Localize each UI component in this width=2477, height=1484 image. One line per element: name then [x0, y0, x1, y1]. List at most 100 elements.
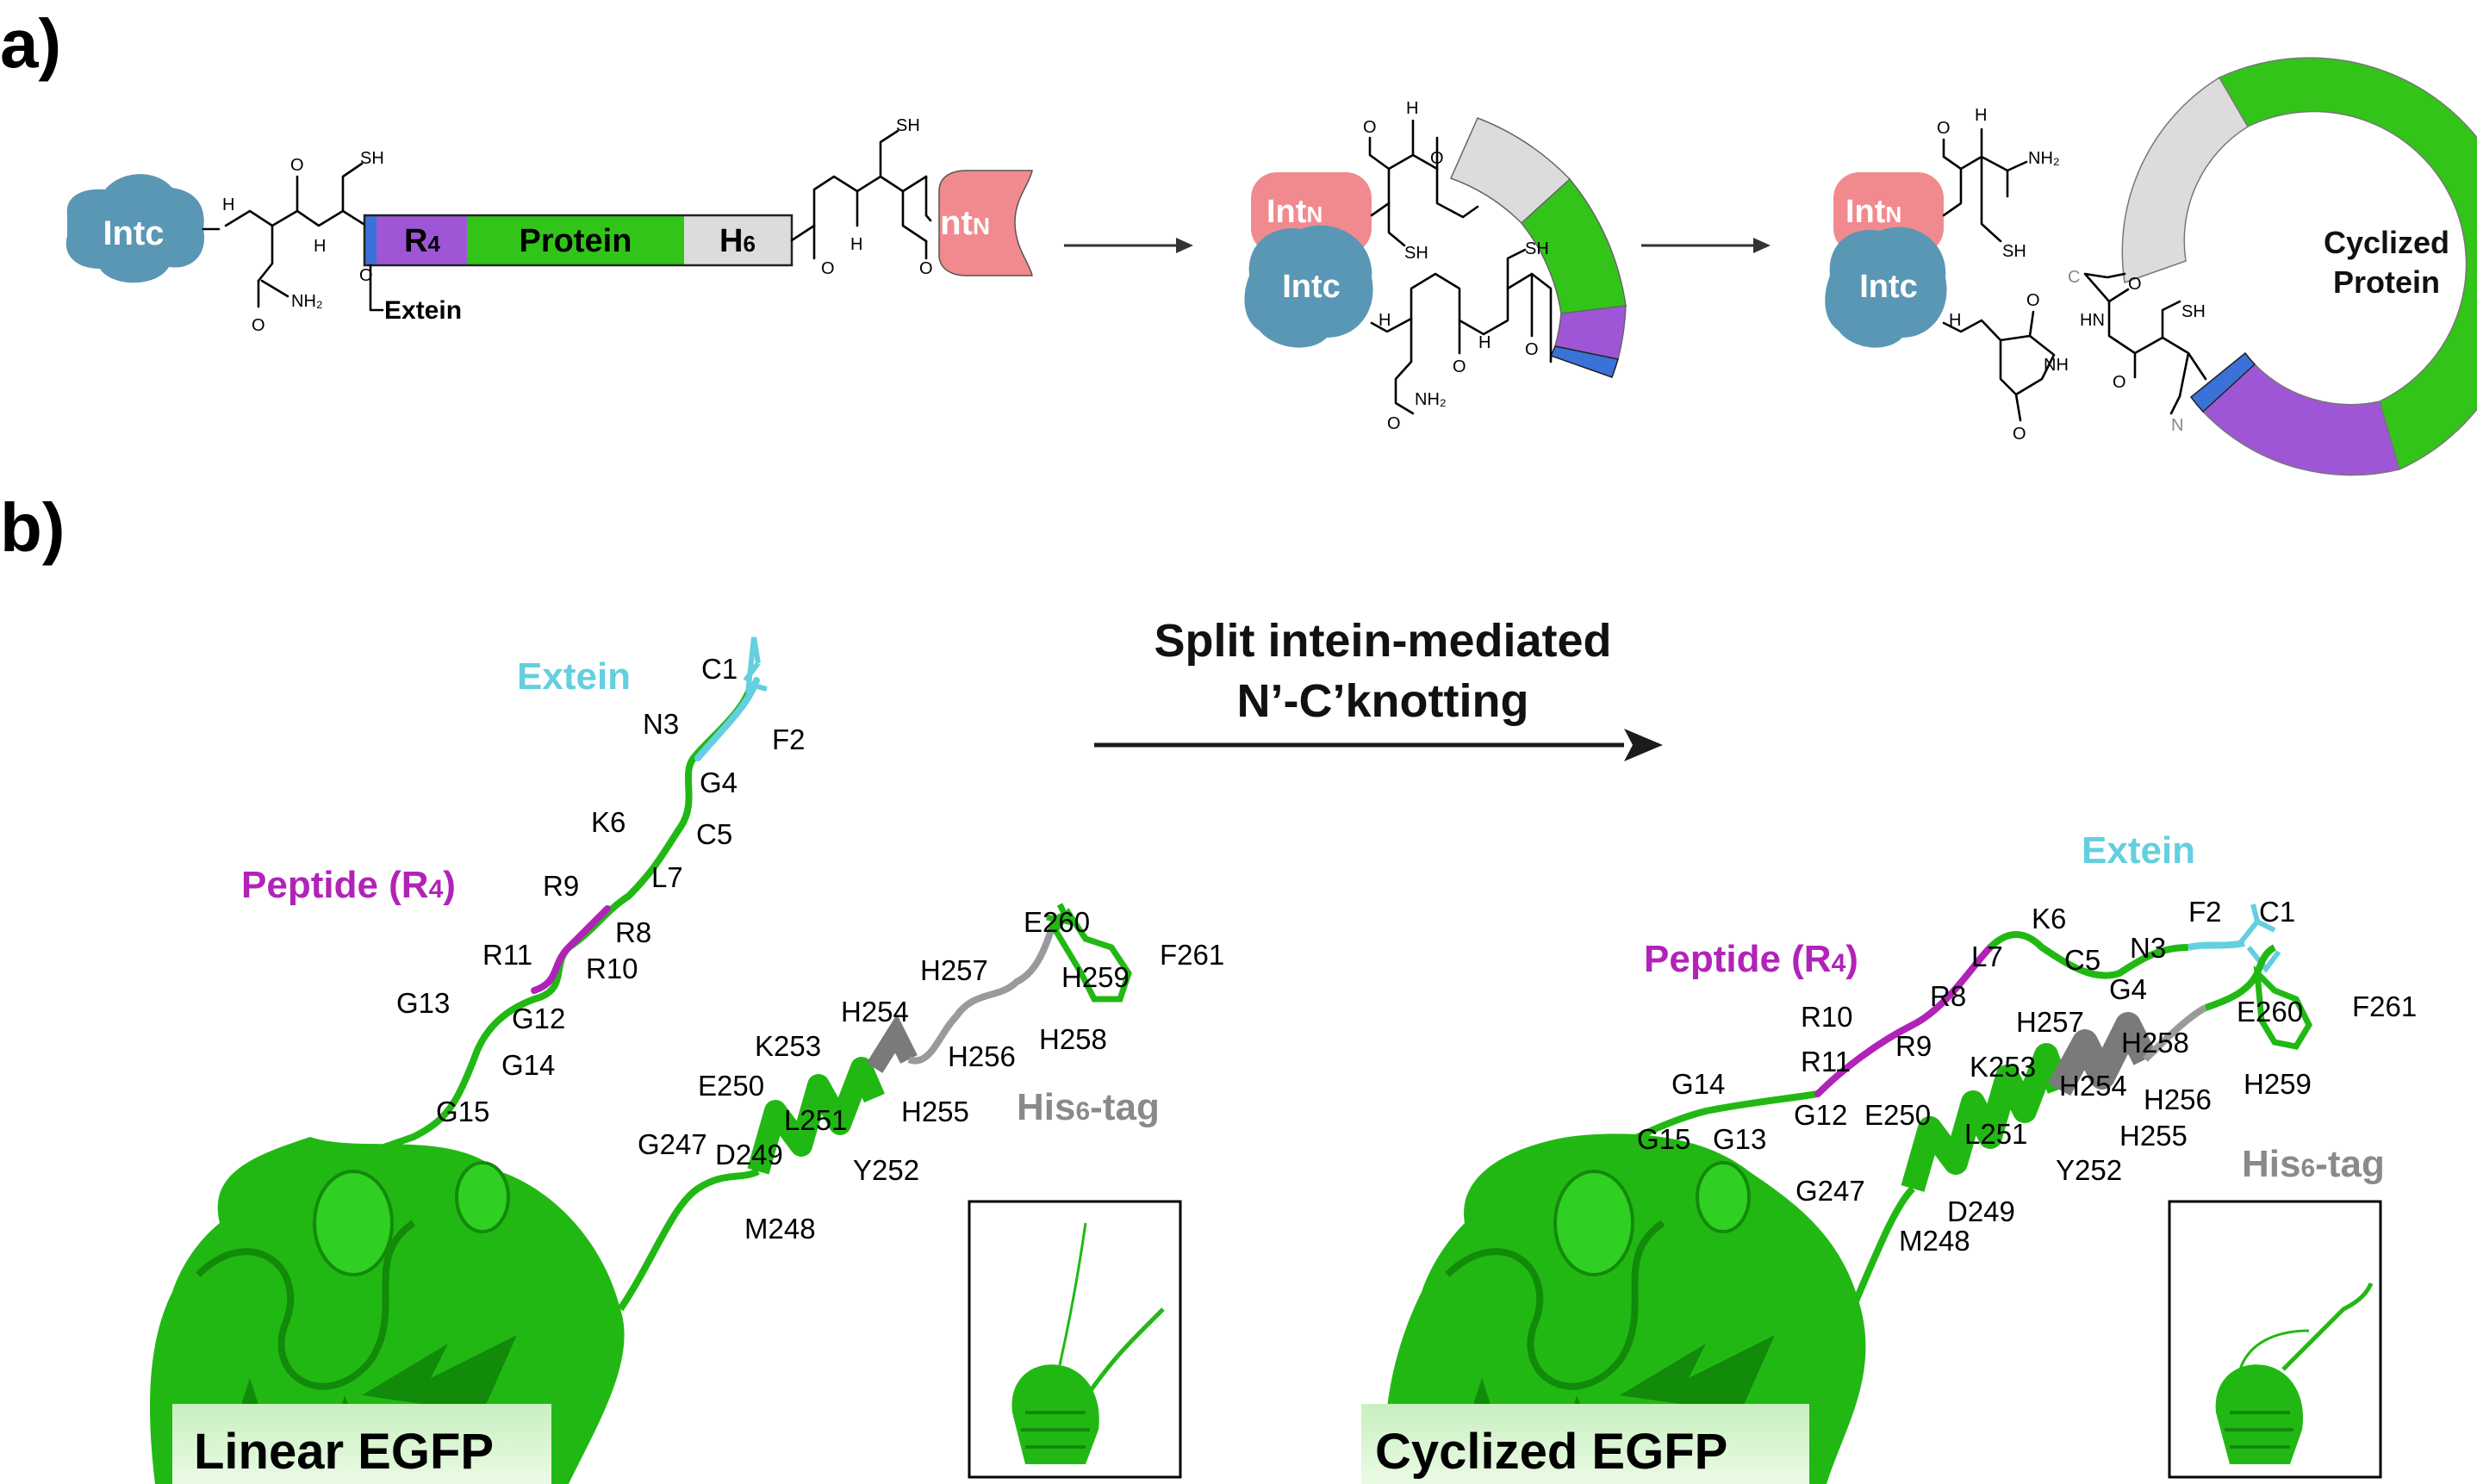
chem-h: H	[1379, 311, 1391, 330]
residue-label: C1	[701, 653, 737, 685]
extein-segment	[694, 677, 760, 761]
residue-label: R11	[1801, 1046, 1851, 1077]
svg-text:Peptide (R4): Peptide (R4)	[241, 864, 456, 906]
inset-thumbnail	[2215, 1282, 2374, 1464]
r4-label: R	[404, 223, 427, 259]
sidechain-cys	[1506, 248, 1527, 290]
chem-h: H	[1975, 106, 1987, 125]
residue-label: K6	[2032, 903, 2066, 934]
h6-sub: 6	[743, 231, 755, 257]
residue-label: H257	[920, 954, 988, 986]
residue-label: F261	[1160, 939, 1224, 971]
chem-sh: SH	[2002, 242, 2026, 261]
bond	[1942, 138, 1963, 171]
chem-h: H	[222, 196, 234, 214]
chem-sh: SH	[360, 149, 384, 168]
intn-label: Int	[930, 204, 973, 242]
residue-label: K6	[591, 806, 625, 838]
name-label-background	[1361, 1404, 1809, 1484]
residue-label: M248	[1899, 1225, 1970, 1257]
junction-bonds	[2083, 272, 2207, 381]
chem-hn: HN	[2080, 311, 2105, 330]
chem-c: C	[2068, 268, 2080, 287]
residue-label: N3	[643, 708, 679, 740]
panel-label-a: a)	[0, 5, 61, 82]
extein-ring-segment	[2189, 351, 2256, 413]
residue-label: H255	[2119, 1120, 2188, 1152]
residue-label: C5	[2064, 944, 2100, 976]
c-terminal-chain	[617, 1168, 760, 1312]
arrow-label-line2: N’-C’knotting	[1237, 675, 1529, 727]
residue-label: G13	[1713, 1123, 1766, 1155]
r4-sub: 4	[427, 231, 440, 257]
residue-label: G12	[1794, 1099, 1847, 1131]
intn-label: Int	[1845, 194, 1886, 230]
residue-label: N3	[2130, 932, 2166, 964]
bond	[2014, 393, 2022, 422]
residue-label: C1	[2259, 896, 2295, 928]
residue-labels: C1 F2 N3 G4 C5 K6 L7 R8 R9 R10 R11 G12 G…	[396, 653, 1224, 1245]
svg-text:IntN: IntN	[1267, 194, 1323, 230]
residue-label: F261	[2352, 990, 2417, 1022]
barrel-shading	[196, 1220, 416, 1390]
residue-label: G15	[1637, 1123, 1690, 1155]
bond	[341, 209, 368, 260]
svg-text:R4: R4	[404, 223, 440, 259]
f261-sidechain	[1051, 907, 1132, 1003]
svg-text:IntN: IntN	[1845, 194, 1901, 230]
intc-blob	[65, 174, 205, 283]
chem-o: O	[821, 259, 835, 278]
extein-label: Extein	[517, 655, 631, 698]
sidechain-cys	[2161, 300, 2181, 339]
residue-label: K253	[1970, 1051, 2036, 1083]
residue-label: G13	[396, 987, 450, 1019]
chem-o: O	[359, 266, 373, 285]
residue-label: G247	[1796, 1175, 1865, 1207]
sidechain-cys	[1980, 155, 2002, 243]
residue-labels: C1 F2 N3 G4 C5 K6 L7 R8 R9 R10 R11 G12 G…	[1637, 896, 2417, 1257]
cyclized-protein-line2: Protein	[2333, 264, 2440, 300]
residue-label: R8	[615, 916, 651, 948]
linear-construct: Intc H O NH₂ O H SH O R4 Protein H6 Exte…	[65, 116, 1033, 335]
knotting-arrow	[1094, 729, 1663, 761]
barrel-sheet	[1620, 1335, 1775, 1413]
bond	[924, 214, 932, 222]
his6-tag-chain	[2143, 1004, 2207, 1062]
residue-label: L251	[784, 1104, 847, 1136]
reaction-arrow-2	[1641, 238, 1771, 253]
chem-o: O	[1937, 119, 1951, 138]
svg-text:His6-tag: His6-tag	[2242, 1143, 2385, 1185]
his-label: His	[1017, 1086, 1075, 1128]
bond	[2169, 351, 2190, 415]
chem-nh2: NH₂	[291, 292, 323, 311]
chem-o: O	[1430, 149, 1444, 168]
peptide-end: )	[443, 864, 456, 906]
backbone-bonds-right	[790, 175, 928, 242]
residue-label: L7	[651, 861, 683, 893]
intc-blob	[1825, 227, 1947, 348]
extein-segment	[2188, 940, 2245, 951]
svg-text:His6-tag: His6-tag	[1017, 1086, 1160, 1128]
residue-label: M248	[744, 1213, 816, 1245]
intermediate: IntN Intc H O SH O H NH₂ O O H SH O	[1244, 99, 1627, 433]
chem-sh: SH	[1404, 244, 1428, 263]
bond	[2028, 310, 2035, 338]
sidechain-cys	[341, 162, 364, 213]
cyclized-protein-line1: Cyclized	[2324, 225, 2449, 260]
intn-label: Int	[1267, 194, 1307, 230]
chem-n: N	[2171, 416, 2183, 435]
intc-label: Intc	[103, 214, 164, 252]
h6-label: H	[719, 223, 743, 259]
peptide-sub: 4	[429, 875, 444, 903]
e260-sidechain	[1046, 903, 1074, 926]
chem-o: O	[1525, 340, 1539, 359]
residue-label: D249	[1947, 1195, 2015, 1227]
chem-nh: NH	[2044, 356, 2069, 375]
protein-segment	[467, 215, 684, 265]
his6-ring-segment	[2121, 76, 2250, 284]
residue-label: F2	[772, 723, 806, 755]
peptide-end: )	[1845, 938, 1858, 980]
his-sub: 6	[1075, 1097, 1090, 1126]
intc-blob	[1244, 225, 1373, 348]
extein-sticks	[743, 636, 768, 694]
